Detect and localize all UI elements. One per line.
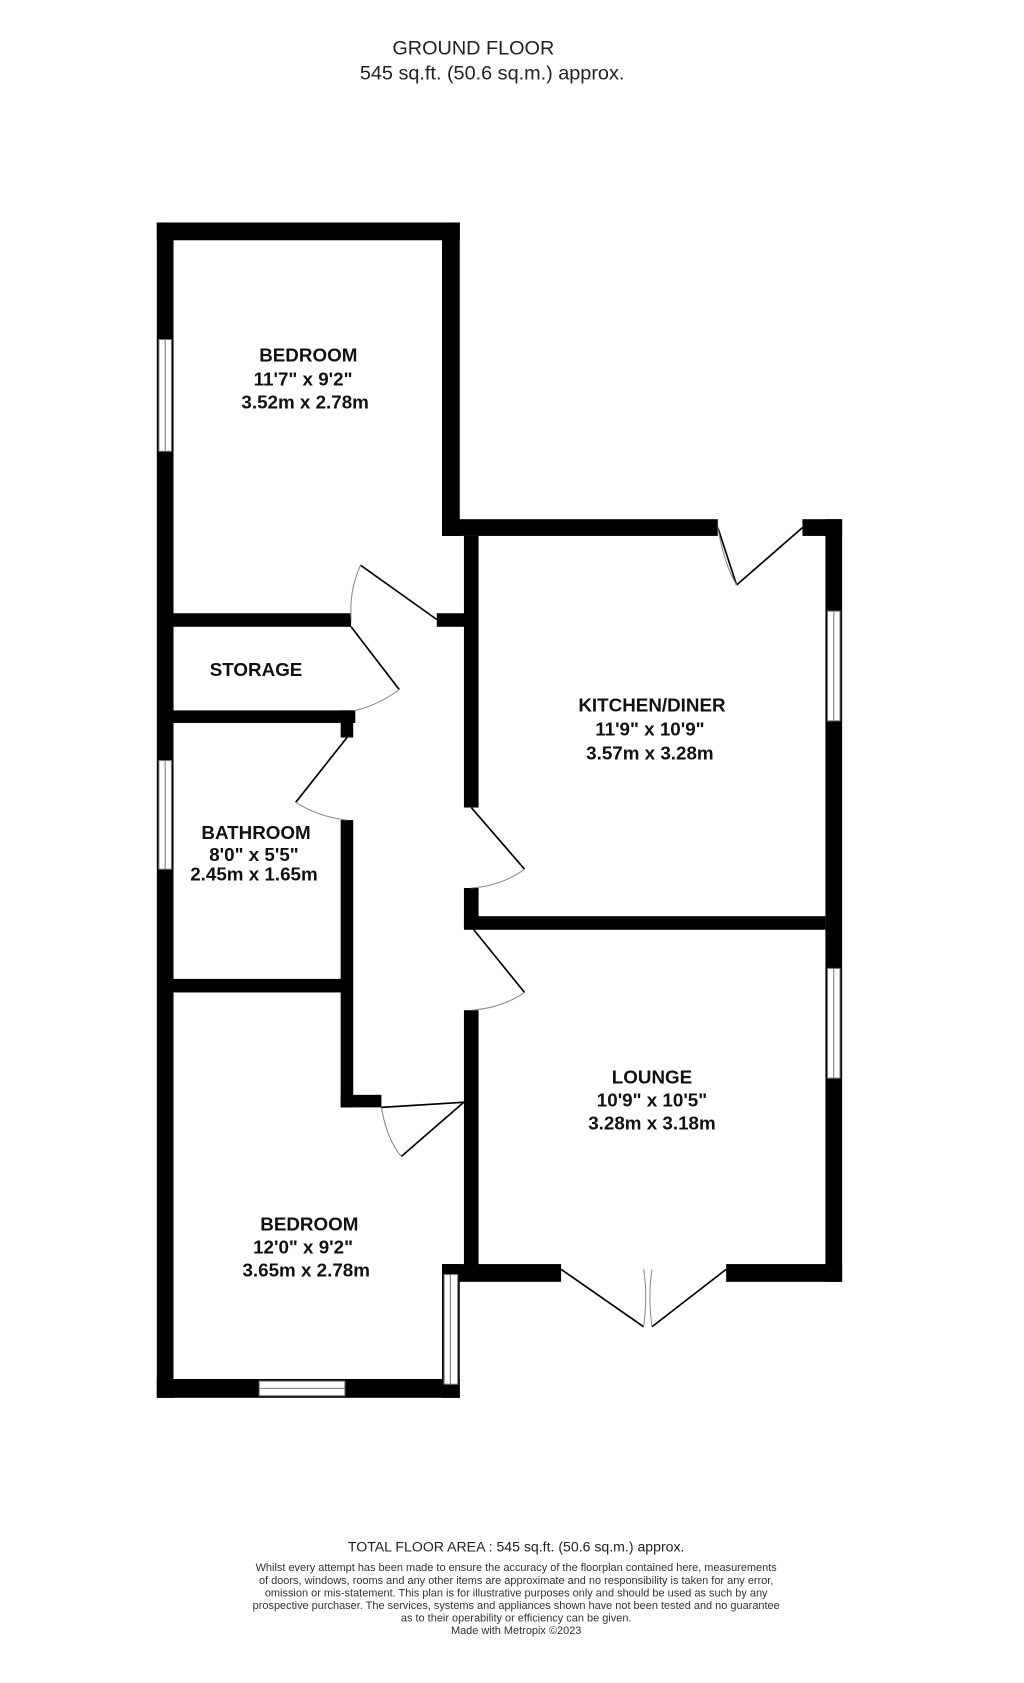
total-floor-area: TOTAL FLOOR AREA : 545 sq.ft. (50.6 sq.m… [348, 1538, 685, 1554]
svg-text:BEDROOM: BEDROOM [260, 1214, 358, 1235]
svg-text:BATHROOM: BATHROOM [201, 822, 310, 843]
disclaimer-line: as to their operability or efficiency ca… [401, 1612, 632, 1624]
credit: Made with Metropix ©2023 [451, 1625, 581, 1637]
svg-text:STORAGE: STORAGE [210, 659, 303, 680]
room-lounge: LOUNGE 10'9" x 10'5" 3.28m x 3.18m [588, 1066, 716, 1133]
windows [158, 339, 841, 1397]
svg-text:2.45m x 1.65m: 2.45m x 1.65m [190, 864, 317, 885]
disclaimer-line: of doors, windows, rooms and any other i… [259, 1575, 773, 1587]
svg-text:8'0" x 5'5": 8'0" x 5'5" [209, 844, 298, 865]
doors [295, 526, 803, 1328]
room-kitchen-diner: KITCHEN/DINER 11'9" x 10'9" 3.57m x 3.28… [578, 694, 726, 763]
room-storage: STORAGE [210, 659, 303, 680]
svg-text:3.28m x 3.18m: 3.28m x 3.18m [588, 1112, 716, 1133]
walls [156, 222, 843, 1398]
svg-text:11'7" x 9'2": 11'7" x 9'2" [254, 368, 353, 389]
svg-text:BEDROOM: BEDROOM [259, 344, 357, 365]
svg-text:3.57m x 3.28m: 3.57m x 3.28m [586, 742, 714, 763]
floor-title: GROUND FLOOR [392, 37, 554, 59]
svg-text:3.65m x 2.78m: 3.65m x 2.78m [242, 1260, 369, 1281]
svg-text:12'0" x 9'2": 12'0" x 9'2" [253, 1237, 353, 1258]
disclaimer-line: prospective purchaser. The services, sys… [253, 1600, 780, 1612]
svg-text:3.52m x 2.78m: 3.52m x 2.78m [241, 391, 369, 412]
svg-text:11'9" x 10'9": 11'9" x 10'9" [595, 718, 704, 739]
svg-text:LOUNGE: LOUNGE [612, 1066, 692, 1087]
svg-text:10'9" x 10'5": 10'9" x 10'5" [597, 1089, 707, 1110]
disclaimer-line: Whilst every attempt has been made to en… [256, 1562, 778, 1574]
room-bedroom-2: BEDROOM 12'0" x 9'2" 3.65m x 2.78m [242, 1214, 369, 1281]
disclaimer-line: omission or mis-statement. This plan is … [265, 1587, 768, 1599]
footer: TOTAL FLOOR AREA : 545 sq.ft. (50.6 sq.m… [253, 1538, 780, 1637]
floor-area: 545 sq.ft. (50.6 sq.m.) approx. [360, 62, 625, 84]
room-bathroom: BATHROOM 8'0" x 5'5" 2.45m x 1.65m [190, 822, 317, 885]
svg-text:KITCHEN/DINER: KITCHEN/DINER [578, 694, 726, 715]
room-bedroom-1: BEDROOM 11'7" x 9'2" 3.52m x 2.78m [241, 344, 369, 412]
